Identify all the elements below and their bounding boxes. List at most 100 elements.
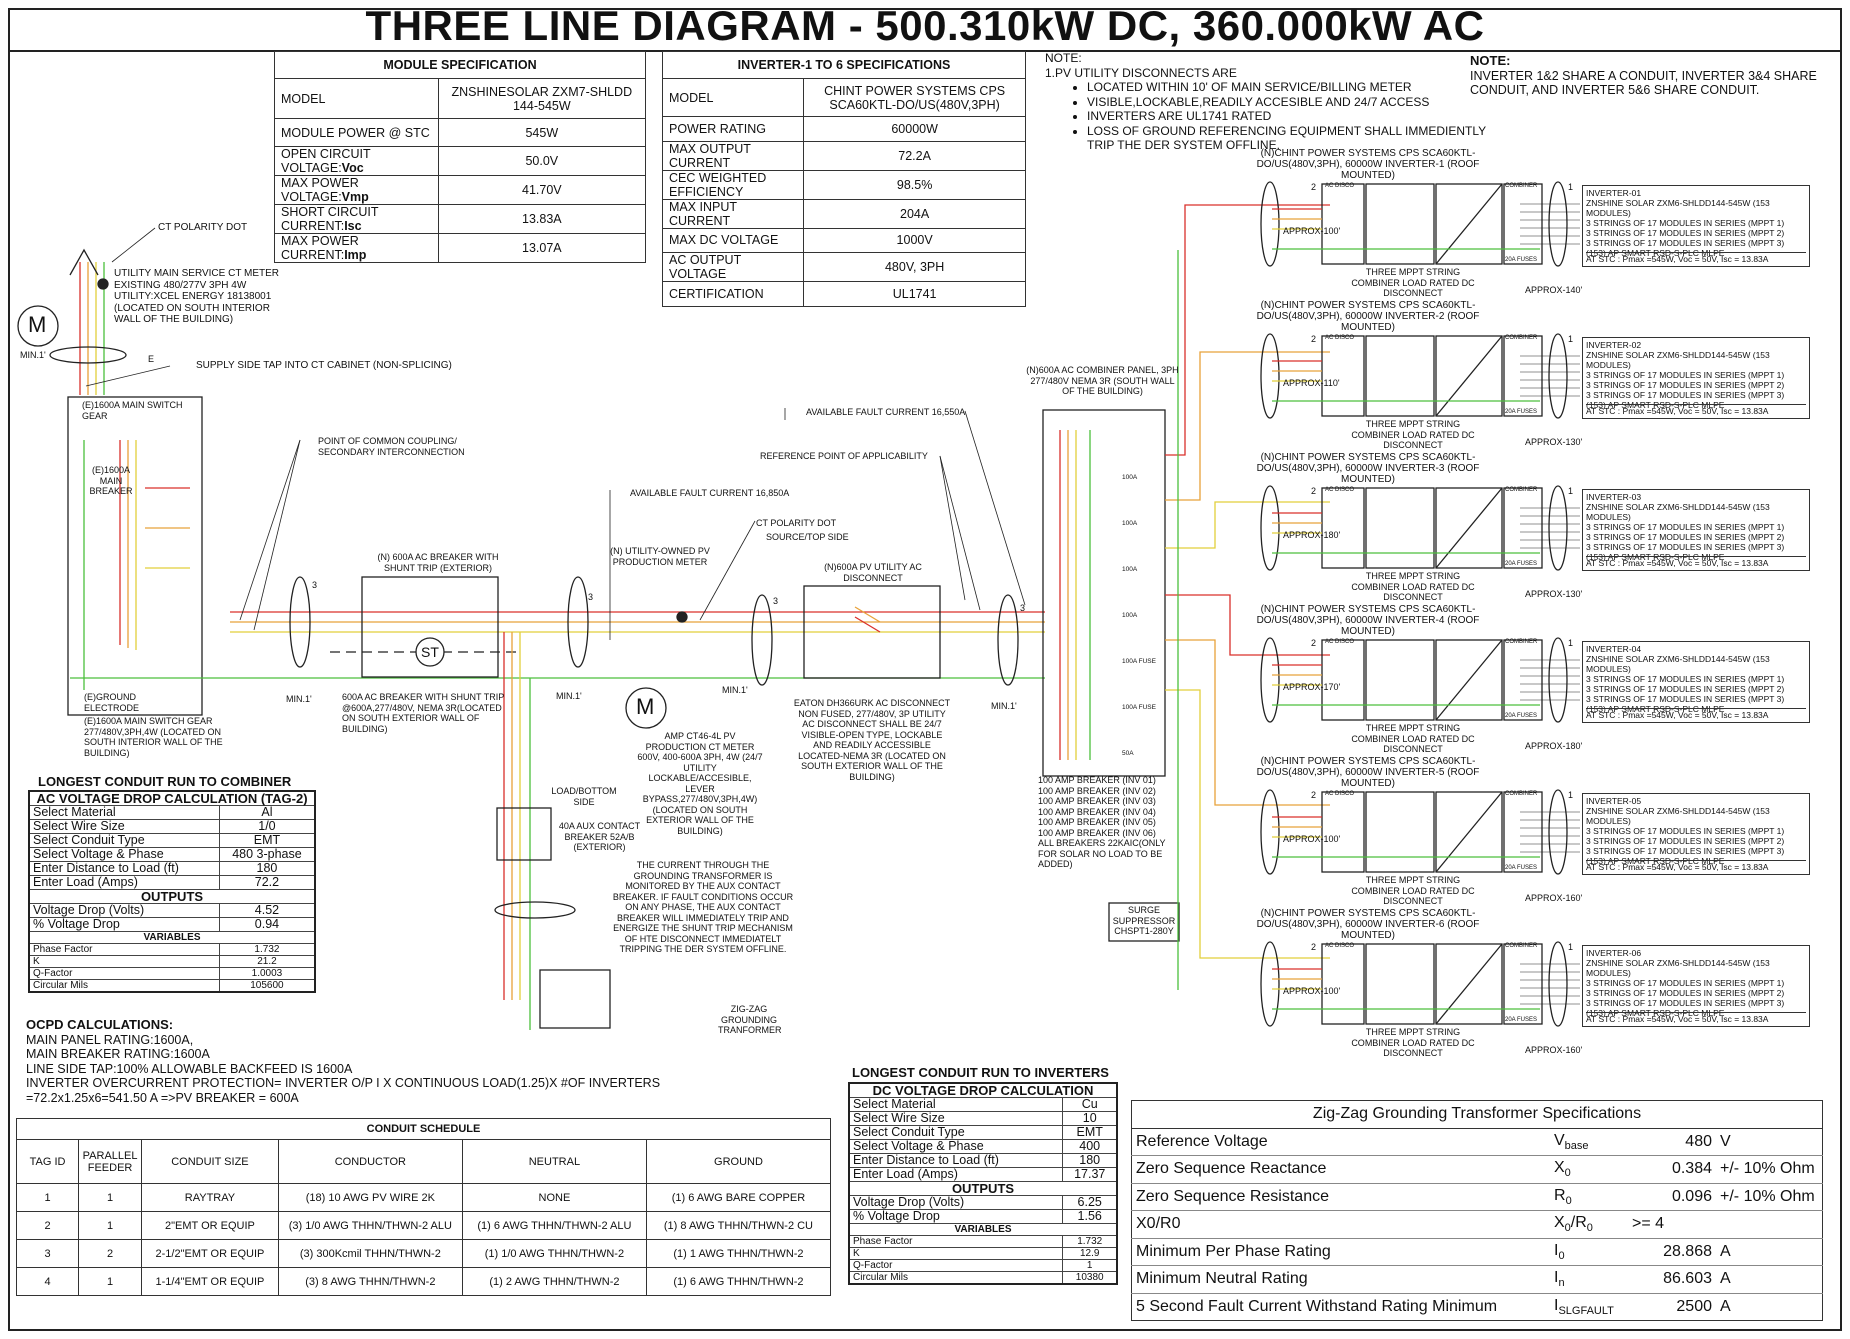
zz-sym: X — [1554, 1159, 1565, 1177]
note2-title: NOTE: — [1470, 53, 1511, 68]
spec-key-symbol: Imp — [344, 248, 367, 262]
inverter-run-left: APPROX-180' — [1283, 530, 1341, 540]
zz-name: Minimum Neutral Rating — [1131, 1265, 1550, 1293]
conduit-tag-1: 1 — [1568, 942, 1574, 952]
array-stc: AT STC : Pmax =545W, Voc = 50V, Isc = 13… — [1586, 860, 1806, 872]
zz-title: Zig-Zag Grounding Transformer Specificat… — [1131, 1100, 1823, 1129]
min-label-3: MIN.1' — [556, 691, 582, 701]
surge-suppressor-box — [1108, 902, 1180, 942]
conduit-tag-1: 1 — [1568, 790, 1574, 800]
zz-sub: SLGFAULT — [1558, 1304, 1614, 1317]
note-bullet: LOSS OF GROUND REFERENCING EQUIPMENT SHA… — [1087, 124, 1505, 153]
ocpd-lines: MAIN PANEL RATING:1600A,MAIN BREAKER RAT… — [26, 1033, 660, 1106]
zigzag-spec-table: Zig-Zag Grounding Transformer Specificat… — [1131, 1100, 1823, 1321]
calc-input-value: 10 — [1062, 1111, 1118, 1126]
conduit-tag-2: 2 — [1311, 182, 1317, 192]
spec-key-text: POWER RATING — [669, 121, 766, 136]
schedule-cell: (3) 300Kcmil THHN/THWN-2 — [277, 1239, 463, 1268]
zz-sub: n — [1558, 1277, 1565, 1290]
calc-header: AC VOLTAGE DROP CALCULATION (TAG-2) — [28, 790, 316, 806]
zz-unit: +/- 10% Ohm — [1716, 1155, 1823, 1183]
array-line: 3 STRINGS OF 17 MODULES IN SERIES (MPPT … — [1586, 988, 1785, 998]
note2-text: INVERTER 1&2 SHARE A CONDUIT, INVERTER 3… — [1470, 68, 1817, 98]
array-line: ZNSHINE SOLAR ZXM6-SHLDD144-545W (153 MO… — [1586, 958, 1770, 978]
schedule-cell: (1) 8 AWG THHN/THWN-2 CU — [645, 1211, 832, 1240]
ocpd-calculations: OCPD CALCULATIONS: MAIN PANEL RATING:160… — [26, 1017, 660, 1106]
spec-value: CHINT POWER SYSTEMS CPS SCA60KTL-DO/US(4… — [803, 78, 1026, 117]
shunt-trip-st: ST — [421, 644, 439, 660]
inverter_spec-row: POWER RATING 60000W — [661, 116, 1026, 142]
utility-service-conductors — [69, 248, 105, 395]
calc-input-name: Select Conduit Type — [28, 833, 220, 848]
mppt-label: THREE MPPT STRING COMBINER LOAD RATED DC… — [1351, 875, 1475, 906]
spec-key-text: MODULE POWER @ STC — [281, 125, 430, 140]
schedule-cell: (3) 1/0 AWG THHN/THWN-2 ALU — [277, 1211, 463, 1240]
zigzag-label: ZIG-ZAG GROUNDING TRANFORMER — [718, 1004, 782, 1035]
ocpd-heading: OCPD CALCULATIONS: — [26, 1017, 174, 1032]
calc-output-value: 0.94 — [218, 917, 316, 932]
calc-variable-value: 1.0003 — [218, 967, 316, 980]
array-line: (153) AP SMART RSD-S-PLC MLPE — [1586, 552, 1725, 562]
e-label: E — [148, 354, 155, 364]
ac-voltage-drop-table: AC VOLTAGE DROP CALCULATION (TAG-2)Selec… — [28, 790, 316, 993]
ocpd-line: MAIN BREAKER RATING:1600A — [26, 1047, 210, 1061]
calc-input-value: Cu — [1062, 1097, 1118, 1112]
supply-side-tap-label: SUPPLY SIDE TAP INTO CT CABINET (NON-SPL… — [196, 360, 452, 371]
note-pv-disconnects: NOTE: 1.PV UTILITY DISCONNECTS ARE LOCAT… — [1045, 51, 1505, 153]
calc-variable-value: 12.9 — [1062, 1247, 1118, 1260]
schedule-header: PARALLEL FEEDER — [78, 1139, 143, 1184]
combiner-label: COMBINER — [1505, 639, 1538, 645]
inverter-run-right: APPROX-140' — [1525, 285, 1583, 295]
zz-unit: A — [1716, 1265, 1823, 1293]
note-title: NOTE: — [1045, 51, 1082, 65]
conduit-tag-2: 2 — [1311, 638, 1317, 648]
spec-key: MAX POWER CURRENT:Imp — [274, 233, 439, 263]
array-line: ZNSHINE SOLAR ZXM6-SHLDD144-545W (153 MO… — [1586, 806, 1770, 826]
inverter-title: (N)CHINT POWER SYSTEMS CPS SCA60KTL-DO/U… — [1256, 908, 1480, 941]
zz-title-row: Zig-Zag Grounding Transformer Specificat… — [1131, 1100, 1823, 1129]
zz-symbol: R0 — [1550, 1182, 1628, 1211]
shunt-trip-symbol — [415, 637, 445, 667]
zz-unit — [1716, 1210, 1823, 1238]
breaker-list-item: 100 AMP BREAKER (INV 04) — [1038, 806, 1156, 817]
schedule-cell: 4 — [15, 1267, 80, 1296]
calc-input-name: Select Material — [28, 805, 220, 820]
inverter-run-left: APPROX-170' — [1283, 682, 1341, 692]
calc-variables-label: VARIABLES — [848, 1223, 1118, 1236]
grounding-note: THE CURRENT THROUGH THE GROUNDING TRANSF… — [612, 860, 794, 954]
breaker-list-item: 100 AMP BREAKER (INV 02) — [1038, 785, 1156, 796]
inverter-run-left: APPROX-100' — [1283, 986, 1341, 996]
fuses-label: 20A FUSES — [1505, 561, 1538, 567]
aux-breaker-label: 40A AUX CONTACT BREAKER 52A/B (EXTERIOR) — [558, 821, 641, 852]
array-line: 3 STRINGS OF 17 MODULES IN SERIES (MPPT … — [1586, 978, 1785, 988]
zz-sym: V — [1554, 1131, 1565, 1149]
page-title: THREE LINE DIAGRAM - 500.310kW DC, 360.0… — [365, 2, 1485, 49]
zz-name: Minimum Per Phase Rating — [1131, 1237, 1550, 1266]
spec-key: POWER RATING — [661, 116, 805, 142]
calc-variable-value: 1.732 — [1062, 1235, 1118, 1248]
spec-key-text: MAX POWER CURRENT: — [281, 234, 359, 262]
spec-value: 60000W — [803, 116, 1026, 142]
min-label-1: MIN.1' — [20, 350, 46, 360]
calc-variable-value: 21.2 — [218, 955, 316, 968]
conduit-tag-2: 2 — [1311, 486, 1317, 496]
panel-breaker-rating: 100A — [1122, 566, 1138, 573]
calc-input-row: Enter Load (Amps)17.37 — [848, 1167, 1118, 1182]
spec-key: OPEN CIRCUIT VOLTAGE:Voc — [274, 146, 439, 176]
zz-sym: I — [1554, 1269, 1559, 1287]
schedule-cell: RAYTRAY — [141, 1183, 279, 1212]
array-line: (153) AP SMART RSD-S-PLC MLPE — [1586, 248, 1725, 258]
note-bullet: VISIBLE,LOCKABLE,READILY ACCESIBLE AND 2… — [1087, 95, 1505, 110]
zz-symbol: X0 — [1550, 1155, 1628, 1183]
